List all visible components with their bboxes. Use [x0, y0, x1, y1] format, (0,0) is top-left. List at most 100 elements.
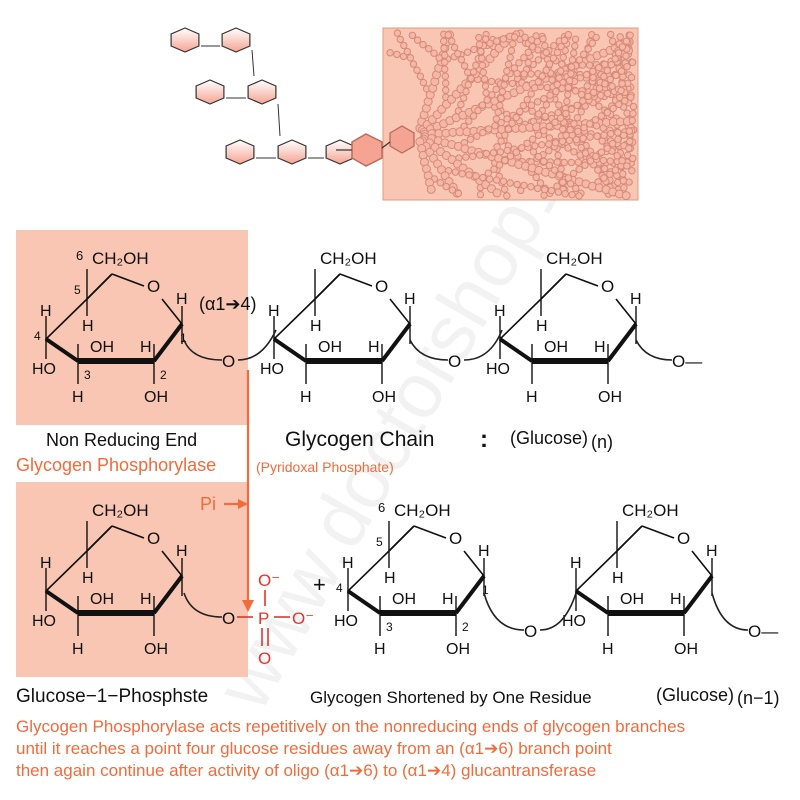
glucose-bead	[541, 112, 549, 121]
glucose-bead	[498, 87, 507, 96]
medium-hexagon-unit	[389, 125, 415, 154]
glucose-bead	[512, 148, 520, 156]
glucose-bead	[600, 164, 609, 173]
glucose-bead	[458, 170, 466, 178]
hydroxyl-group: HO	[32, 613, 56, 630]
glucose-bead	[550, 42, 558, 50]
glucose-bead	[547, 186, 556, 195]
glucose-bead	[409, 60, 418, 68]
carbon-number-2: 2	[462, 620, 469, 634]
glucose-bead	[534, 131, 543, 139]
carbon-number-6: 6	[76, 248, 83, 263]
glucose-bead	[553, 48, 562, 57]
glucose-bead	[492, 176, 501, 184]
top-glycogen-structure	[170, 27, 639, 201]
terminal-oxygen: O—	[748, 622, 778, 641]
hydrogen-atom: H	[140, 591, 152, 608]
small-glucose-hexagon	[225, 139, 255, 165]
glucose-bead	[507, 46, 516, 55]
glucose-bead	[486, 39, 494, 47]
glucose-bead	[606, 170, 614, 179]
glucose-bead	[600, 174, 608, 182]
glucose-bead	[503, 115, 511, 123]
bridge-oxygen: O	[448, 352, 461, 371]
ring-oxygen: O	[677, 529, 690, 548]
glucose-bead	[629, 102, 638, 111]
glucose-bead	[491, 122, 499, 130]
glucose-bead	[586, 133, 594, 141]
glucose-bead	[460, 94, 468, 102]
hydrogen-atom: H	[594, 339, 606, 356]
glucose-bead	[527, 90, 535, 98]
glucose-bead	[541, 42, 549, 50]
glucose-bead	[592, 33, 600, 42]
glucose-bead	[579, 134, 587, 143]
carbon-number-4: 4	[336, 581, 343, 595]
ring-bold-edge	[574, 589, 610, 615]
glucose-1-phosphate-label: Glucose−1−Phosphste	[16, 686, 209, 707]
glucose-bead	[489, 149, 498, 157]
linkage-alpha-1-4-label: (α1➔4)	[199, 294, 257, 314]
glucose-bead	[529, 135, 537, 143]
glucose-bead	[478, 61, 487, 70]
ring-oxygen: O	[147, 277, 160, 296]
ring-oxygen: O	[449, 529, 462, 548]
glucose-bead	[487, 77, 496, 86]
phosphate-double-bond-oxygen: O	[258, 649, 271, 668]
cofactor-label: (Pyridoxal Phosphate)	[256, 459, 394, 475]
phosphate-link-oxygen: O	[222, 609, 235, 628]
glucose-bead	[454, 50, 462, 58]
glucose-bead	[627, 73, 636, 82]
hydrogen-atom: H	[140, 339, 152, 356]
glucose-bead	[440, 37, 448, 45]
glucose-bead	[386, 49, 394, 57]
glucose-bead	[540, 127, 548, 135]
glucose-bead	[504, 60, 513, 69]
glucose-bead	[529, 148, 538, 156]
glucose-bead	[603, 108, 612, 117]
hydrogen-atom: H	[536, 318, 548, 335]
glucose-bead	[619, 170, 627, 178]
glucose-bead	[540, 185, 549, 194]
glucose-bead	[393, 29, 402, 37]
shortened-n-minus-1-label: (n−1)	[737, 688, 780, 708]
glucose-bead	[626, 137, 634, 146]
glucose-bead	[538, 141, 546, 149]
enzyme-label: Glycogen Phosphorylase	[16, 455, 217, 475]
glucose-bead	[629, 109, 637, 118]
hydrogen-atom: H	[82, 570, 94, 587]
glucose-bead	[590, 88, 598, 97]
carbon-number-5: 5	[74, 283, 81, 297]
glucose-bead	[516, 107, 524, 116]
glucose-bead	[513, 180, 521, 189]
glucose-bead	[595, 102, 603, 111]
hydrogen-atom: H	[72, 641, 84, 658]
inorganic-phosphate-label: Pi	[200, 494, 216, 514]
small-glucose-hexagon	[170, 27, 200, 53]
glucose-bead	[545, 122, 553, 131]
glucose-bead	[441, 72, 449, 80]
glucose-bead	[520, 70, 528, 78]
glucose-bead	[451, 168, 460, 176]
glucose-bead	[478, 54, 486, 62]
glucose-bead	[607, 60, 616, 69]
hydrogen-atom: H	[612, 570, 624, 587]
glucose-bead	[616, 93, 624, 102]
ring-bond	[86, 525, 145, 552]
glucose-bead	[555, 74, 563, 82]
hydroxyl-group: HO	[32, 361, 56, 378]
glucose-bead	[493, 37, 501, 45]
glucose-bead	[406, 54, 415, 62]
glucose-bead	[608, 140, 617, 148]
glucose-bead	[448, 186, 456, 194]
glucose-bead	[600, 72, 608, 81]
glucose-bead	[441, 51, 449, 59]
glucose-bead	[564, 90, 572, 99]
glucose-bead	[574, 127, 582, 136]
glucose-bead	[620, 131, 628, 140]
glucose-bead	[581, 149, 590, 157]
glucose-bead	[545, 140, 553, 148]
